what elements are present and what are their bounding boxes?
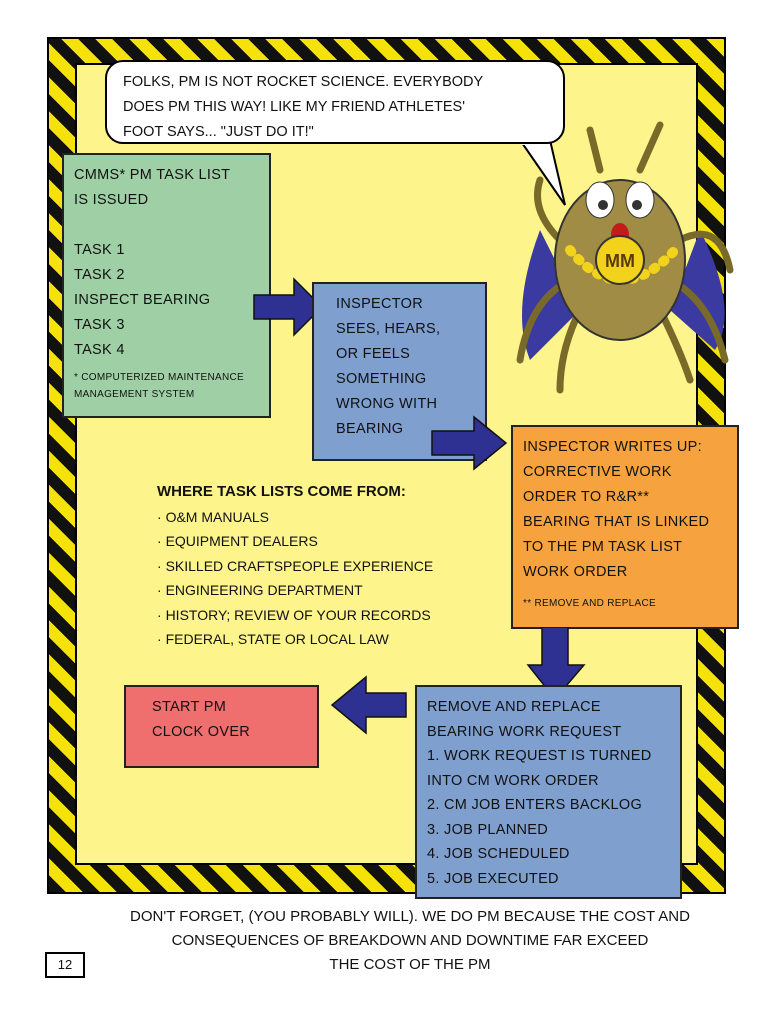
page-number: 12 (45, 952, 85, 978)
inspector-line: Inspector (336, 296, 424, 312)
footnote: management system (74, 389, 195, 400)
footer-line: the cost of the PM (329, 956, 491, 973)
arrow-right-icon (431, 415, 508, 471)
source-item: · Equipment dealers (157, 533, 318, 549)
writeup-line: order to R&R** (523, 489, 650, 505)
writeup-line: bearing that is linked (523, 514, 710, 530)
work-request-box: Remove and replace bearing work request … (415, 685, 682, 899)
footer-line: consequences of breakdown and downtime f… (171, 932, 649, 949)
inspector-line: wrong with (336, 396, 438, 412)
request-line: into CM work order (427, 772, 599, 789)
task-list-box: CMMS* PM task list is issued Task 1 Task… (62, 153, 271, 418)
writeup-line: corrective work (523, 464, 672, 480)
writeup-box: Inspector writes up: corrective work ord… (511, 425, 739, 629)
task-list-title: is issued (74, 192, 149, 208)
source-item: · Engineering department (157, 582, 363, 598)
task-list-sources: Where task lists come from: · O&M manual… (157, 480, 433, 652)
task-item: Task 3 (74, 317, 125, 333)
task-item: Task 2 (74, 267, 125, 283)
footer-note: Don't forget, (you probably will). We do… (40, 905, 775, 977)
footnote: ** Remove and replace (523, 598, 657, 609)
arrow-down-icon (526, 627, 586, 701)
start-line: clock over (152, 724, 251, 740)
start-line: Start PM (152, 699, 227, 715)
request-line: 1. Work request is turned (427, 748, 652, 764)
writeup-line: to the PM task list (523, 539, 683, 555)
task-item: Task 4 (74, 342, 125, 358)
request-line: Remove and replace (427, 699, 601, 715)
sources-heading: Where task lists come from: (157, 483, 406, 500)
footnote: * Computerized maintenance (74, 372, 245, 383)
mascot-badge: MM (605, 251, 635, 271)
inspector-line: something (336, 371, 427, 387)
source-item: · Skilled craftspeople experience (157, 557, 434, 574)
request-line: 5. Job executed (427, 870, 559, 887)
task-list-title: CMMS* PM task list (74, 167, 231, 183)
mascot-bug-illustration: MM (516, 121, 734, 394)
request-line: 4. Job scheduled (427, 846, 570, 862)
inspector-line: sees, hears, (336, 321, 441, 337)
source-item: · Federal, state or local law (157, 631, 389, 647)
writeup-line: work order (523, 564, 628, 580)
inspector-line: or feels (336, 346, 411, 362)
task-item: Inspect bearing (74, 292, 211, 308)
inspector-line: bearing (336, 421, 404, 437)
request-line: 3. Job planned (427, 821, 549, 838)
arrow-left-icon (330, 675, 407, 735)
start-pm-box: Start PM clock over (124, 685, 319, 768)
request-line: bearing work request (427, 723, 622, 740)
source-item: · History; review of your records (157, 606, 431, 623)
speech-bubble: Folks, PM is not rocket science. Everybo… (105, 60, 565, 144)
source-item: · O&M manuals (157, 508, 270, 525)
request-line: 2. CM job enters backlog (427, 797, 643, 813)
footer-line: Don't forget, (you probably will). We do… (130, 908, 690, 925)
task-item: Task 1 (74, 242, 125, 258)
arrow-right-icon (253, 277, 324, 337)
speech-line: Folks, PM is not rocket science. Everybo… (123, 74, 484, 90)
writeup-line: Inspector writes up: (523, 439, 702, 455)
speech-line: Foot says... "Just do it!" (123, 124, 314, 140)
speech-line: does PM this way! Like my friend Athlete… (123, 99, 465, 115)
